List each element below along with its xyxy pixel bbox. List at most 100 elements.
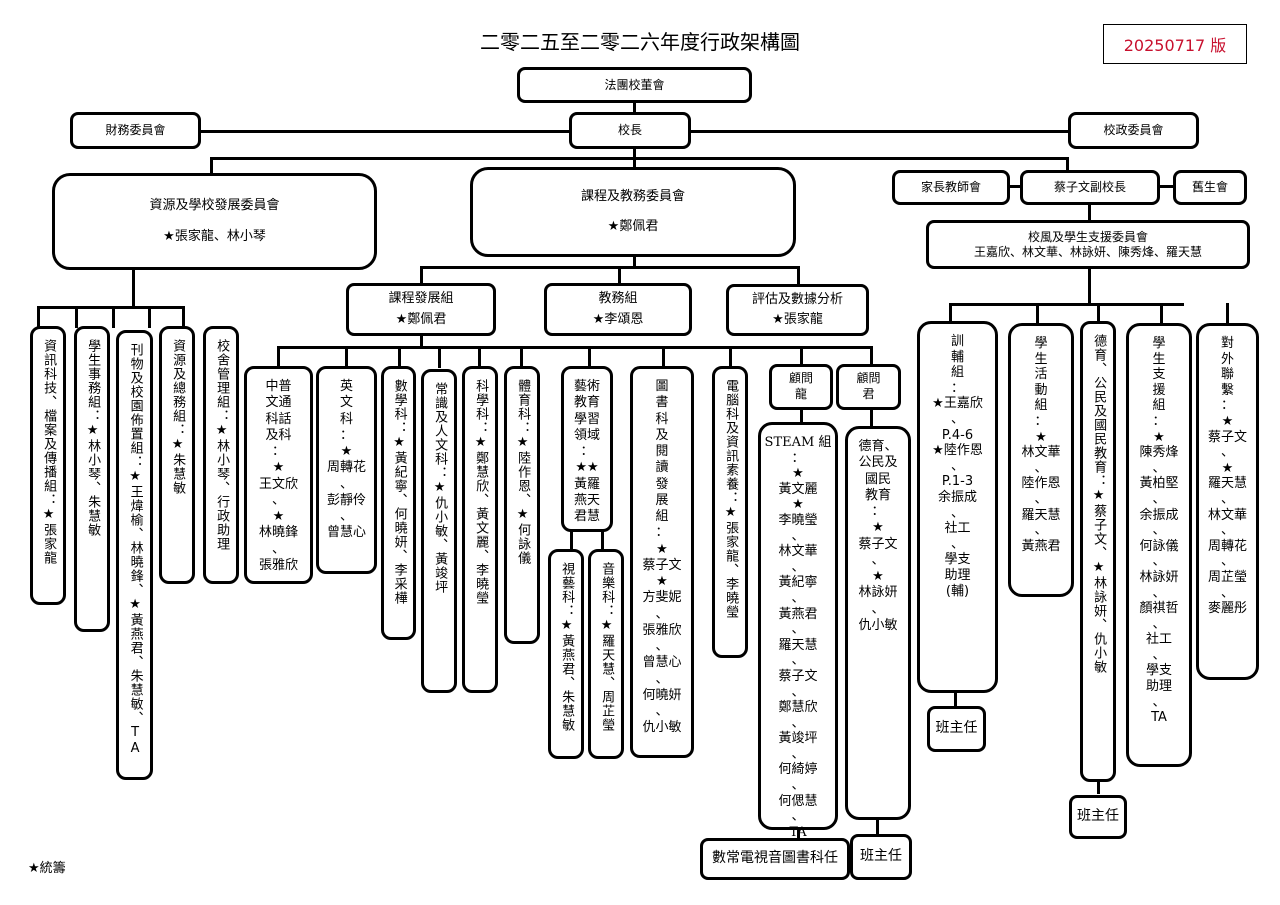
subject-box-gs[interactable]: 常識及人文科：★仇小敏、黃竣坪 [421,369,457,693]
subject-heads-box[interactable]: 數常電視音圖書科任 [700,838,850,880]
connector [478,346,481,368]
subject-label: 科學科：★鄭慧欣、黃文麗、李曉瑩 [473,379,489,605]
subject-label: 視藝科：★黃燕君、朱慧敏 [559,562,575,732]
resource-group-box[interactable]: 資源及總務組：★朱慧敏 [159,326,195,584]
resource-group-box[interactable]: 學生事務組：★林小琴、朱慧敏 [74,326,110,632]
class-teacher-box[interactable]: 班主任 [1069,795,1127,839]
subject-box-pe[interactable]: 體育科：★陸作恩、★何詠儀 [504,366,540,644]
subject-label: 英 文 科 ： ★ 周轉花 、 彭靜伶 、 曾慧心 [326,379,366,541]
resources-committee-box[interactable]: 資源及學校發展委員會 ★張家龍、林小琴 [52,173,377,270]
subject-box-music[interactable]: 音樂科：★羅天慧、周芷瑩 [588,549,624,759]
chart-title: 二零二五至二零二六年度行政架構圖 [480,30,800,54]
connector [688,130,1070,133]
connector [797,828,800,840]
connector [1160,303,1163,325]
board-label: 法團校董會 [604,77,665,92]
curriculum-committee-box[interactable]: 課程及教務委員會 ★鄭佩君 [470,167,796,257]
connector [1097,303,1100,323]
connector [797,266,800,284]
connector [633,145,636,160]
advisor-label: 顧問 君 [856,371,881,401]
connector [438,346,441,368]
connector [75,306,78,328]
finance-committee-box[interactable]: 財務委員會 [70,112,201,149]
finance-committee-label: 財務委員會 [105,123,166,138]
connector [1066,157,1069,172]
sub-leader: ★鄭佩君 [395,311,447,327]
connector [520,346,523,368]
activities-group-box[interactable]: 學 生 活 動 組 ： ★ 林文華 、 陸作恩 、 羅天慧 、 黃燕君 [1008,323,1074,597]
connector [1036,303,1039,325]
support-group-box[interactable]: 學 生 支 援 組 ： ★ 陳秀烽 、 黃柏堅 、 余振成 、 何詠儀 、 林詠… [1126,323,1192,767]
steam-group-label: STEAM 組 ： ★ 黃文麗 ★ 李曉瑩 、 林文華 、 黃紀寧 、 黃燕君 … [764,435,832,840]
assessment-box[interactable]: 評估及數據分析★張家龍 [726,284,869,336]
discipline-group-box[interactable]: 訓 輔 組 ： ★王嘉欣 、 P.4-6 ★陸作恩 、 P.1-3 余振成 、 … [917,321,998,693]
sub-name: 評估及數據分析 [751,291,843,307]
resources-committee-name: 資源及學校發展委員會 [149,198,280,214]
subject-label: 音樂科：★羅天慧、周芷瑩 [599,562,615,732]
resource-group-label: 資源及總務組：★朱慧敏 [170,339,186,495]
moral-ed-box[interactable]: 德育、 公民及 國民 教育 ： ★ 蔡子文 、 ★ 林詠妍 、 仇小敏 [845,426,911,820]
connector [876,818,879,836]
resource-group-label: 學生事務組：★林小琴、朱慧敏 [85,339,101,537]
resource-group-box[interactable]: 刊物及校園佈置組：★王煒榆、林曉鋒、★黃燕君、朱慧敏、TA [116,330,153,780]
connector [420,266,800,269]
connector [277,346,873,349]
alumni-box[interactable]: 舊生會 [1173,170,1247,205]
class-teacher-box[interactable]: 班主任 [850,834,912,880]
legend-coordinator: ★統籌 [28,861,66,876]
connector [601,530,604,550]
group-label: 訓 輔 組 ： ★王嘉欣 、 P.4-6 ★陸作恩 、 P.1-3 余振成 、 … [932,334,983,599]
sub-name: 教務組 [598,291,638,307]
connector [729,346,732,368]
subject-box-english[interactable]: 英 文 科 ： ★ 周轉花 、 彭靜伶 、 曾慧心 [316,366,377,574]
resource-group-label: 刊物及校園佈置組：★王煒榆、林曉鋒、★黃燕君、朱慧敏、TA [127,343,143,757]
advisor-box[interactable]: 顧問 君 [836,364,901,410]
subject-box-math[interactable]: 數學科：★黃紀寧、何曉妍、李采樺 [381,366,416,640]
subject-box-visual-arts[interactable]: 視藝科：★黃燕君、朱慧敏 [548,549,584,759]
student-support-committee-box[interactable]: 校風及學生支援委員會 王嘉欣、林文華、林詠妍、陳秀烽、羅天慧 [926,220,1250,269]
resource-group-box[interactable]: 資訊科技、檔案及傳播組：★張家龍 [30,326,66,605]
subject-box-computer[interactable]: 電腦科及資訊素養：★張家龍、李曉瑩 [712,366,748,658]
academic-affairs-box[interactable]: 教務組★李頌恩 [544,283,692,336]
pta-label: 家長教師會 [920,180,981,195]
principal-box[interactable]: 校長 [569,112,691,149]
version-badge: 20250717 版 [1103,24,1247,64]
subject-box-library[interactable]: 圖 書 科 及 閱 讀 發 展 組 ： ★ 蔡子文 ★ 方斐妮 、 張雅欣 、 … [630,366,694,758]
class-teacher-box[interactable]: 班主任 [927,706,986,752]
connector [210,157,1068,160]
moral-civic-group-box[interactable]: 德育、公民及國民教育：★蔡子文、★林詠妍、仇小敏 [1080,321,1116,782]
connector [588,346,591,368]
connector [870,408,873,426]
school-admin-committee-label: 校政委員會 [1103,123,1164,138]
connector [1226,303,1229,325]
connector [112,306,115,328]
advisor-box[interactable]: 顧問 龍 [769,364,833,410]
subject-box-arts[interactable]: 藝術 教育 學習 領域 ： ★★ 黃羅 燕天 君慧 [561,366,613,532]
connector [420,334,423,348]
subject-box-chinese[interactable]: 中普 文通 科話 及科 ： ★ 王文欣 、 ★ 林曉鋒 、 張雅欣 [244,366,313,584]
subject-box-science[interactable]: 科學科：★鄭慧欣、黃文麗、李曉瑩 [462,366,498,693]
connector [420,266,423,284]
curriculum-dev-box[interactable]: 課程發展組★鄭佩君 [346,283,496,336]
vice-principal-box[interactable]: 蔡子文副校長 [1020,170,1160,205]
alumni-label: 舊生會 [1191,180,1228,195]
pta-box[interactable]: 家長教師會 [892,170,1010,205]
board-box[interactable]: 法團校董會 [517,67,752,103]
class-teacher-label: 班主任 [1077,808,1119,825]
subject-label: 數學科：★黃紀寧、何曉妍、李采樺 [391,379,407,605]
external-liaison-box[interactable]: 對 外 聯 繫 ： ★ 蔡子文 、 ★ 羅天慧 、 林文華 、 周轉花 、 周芷… [1196,323,1259,680]
steam-group-box[interactable]: STEAM 組 ： ★ 黃文麗 ★ 李曉瑩 、 林文華 、 黃紀寧 、 黃燕君 … [758,422,838,840]
connector [870,346,873,368]
connector [618,266,621,284]
subject-label: 體育科：★陸作恩、★何詠儀 [515,379,531,565]
subject-label: 圖 書 科 及 閱 讀 發 展 組 ： ★ 蔡子文 ★ 方斐妮 、 張雅欣 、 … [642,379,682,736]
resource-group-label: 校舍管理組：★林小琴、行政助理 [214,339,230,551]
connector [800,408,803,422]
resource-group-box[interactable]: 校舍管理組：★林小琴、行政助理 [203,326,239,584]
connector [633,255,636,269]
vice-principal-label: 蔡子文副校長 [1053,180,1126,195]
connector [132,268,135,308]
school-admin-committee-box[interactable]: 校政委員會 [1068,112,1199,149]
connector [148,306,151,328]
